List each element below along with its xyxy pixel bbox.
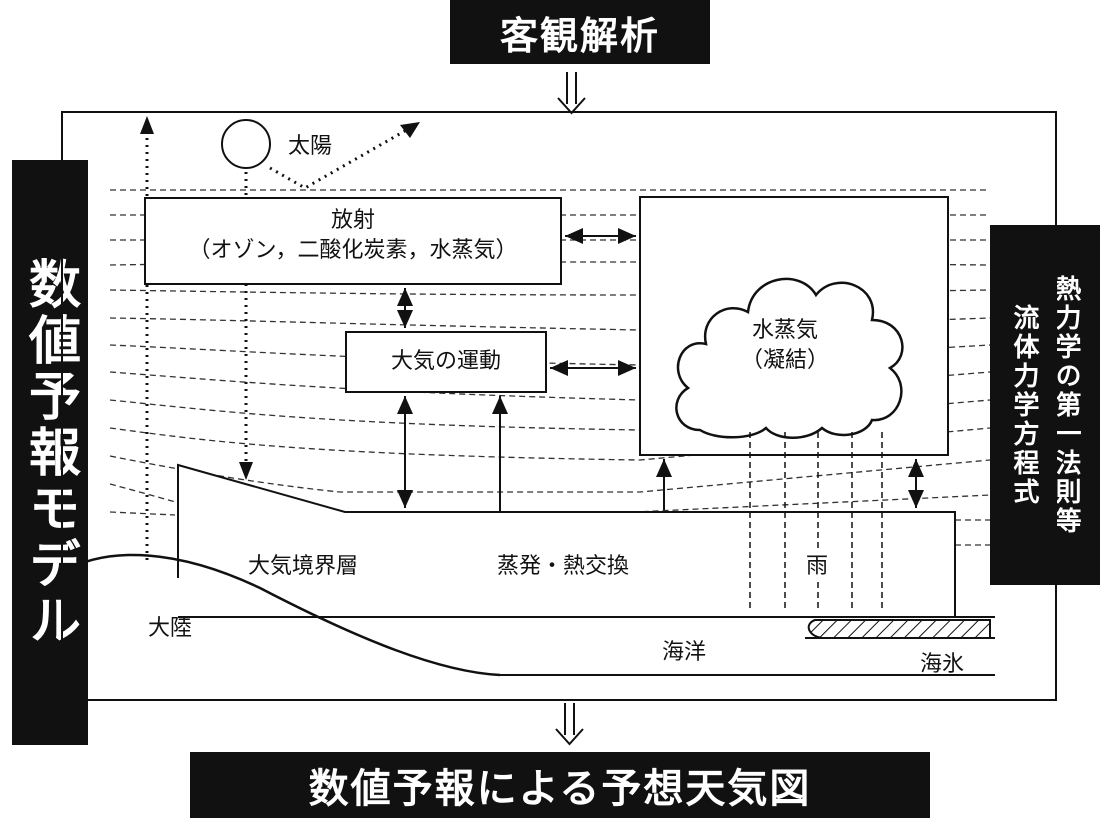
motion-box (345, 331, 547, 393)
sun-label: 太陽 (288, 134, 333, 159)
cloud-icon (675, 277, 904, 439)
equations-line-2: 流体力学方程式 (1009, 303, 1039, 507)
objective-analysis-title: 客観解析 (450, 0, 710, 64)
output-double-arrow (555, 703, 584, 746)
boundary-layer-label: 大気境界層 (248, 554, 359, 579)
radiation-box (144, 197, 562, 285)
rain-lines (749, 432, 883, 612)
equations-banner: 熱力学の第一法則等 流体力学方程式 (990, 225, 1100, 585)
input-double-arrow (557, 72, 586, 115)
sea-ice-label: 海氷 (920, 652, 965, 677)
boundary-layer-outline (177, 463, 956, 618)
cloud-line-1: 水蒸気 (751, 318, 818, 343)
continent-label: 大陸 (148, 616, 193, 641)
model-frame (61, 111, 1057, 701)
sun-icon (221, 119, 271, 169)
sea-ice (807, 619, 991, 639)
radiation-gases: （オゾン，二酸化炭素，水蒸気） (188, 238, 518, 263)
radiation-title: 放射 (330, 208, 375, 233)
continent-surface (61, 553, 501, 677)
nwp-model-title: 数値予報モデル (12, 160, 88, 745)
interaction-arrows (397, 228, 924, 512)
forecast-chart-title: 数値予報による予想天気図 (190, 752, 930, 818)
motion-box-label: 大気の運動 (390, 349, 501, 374)
cloud-line-2: （凝結） (740, 348, 829, 373)
rain-label: 雨 (806, 548, 829, 580)
radiation-box-label: 放射 （オゾン，二酸化炭素，水蒸気） (145, 206, 561, 266)
cloud-label: 水蒸気 （凝結） (700, 316, 870, 376)
evaporation-label: 蒸発・熱交換 (497, 554, 630, 579)
ocean-label: 海洋 (662, 640, 707, 665)
